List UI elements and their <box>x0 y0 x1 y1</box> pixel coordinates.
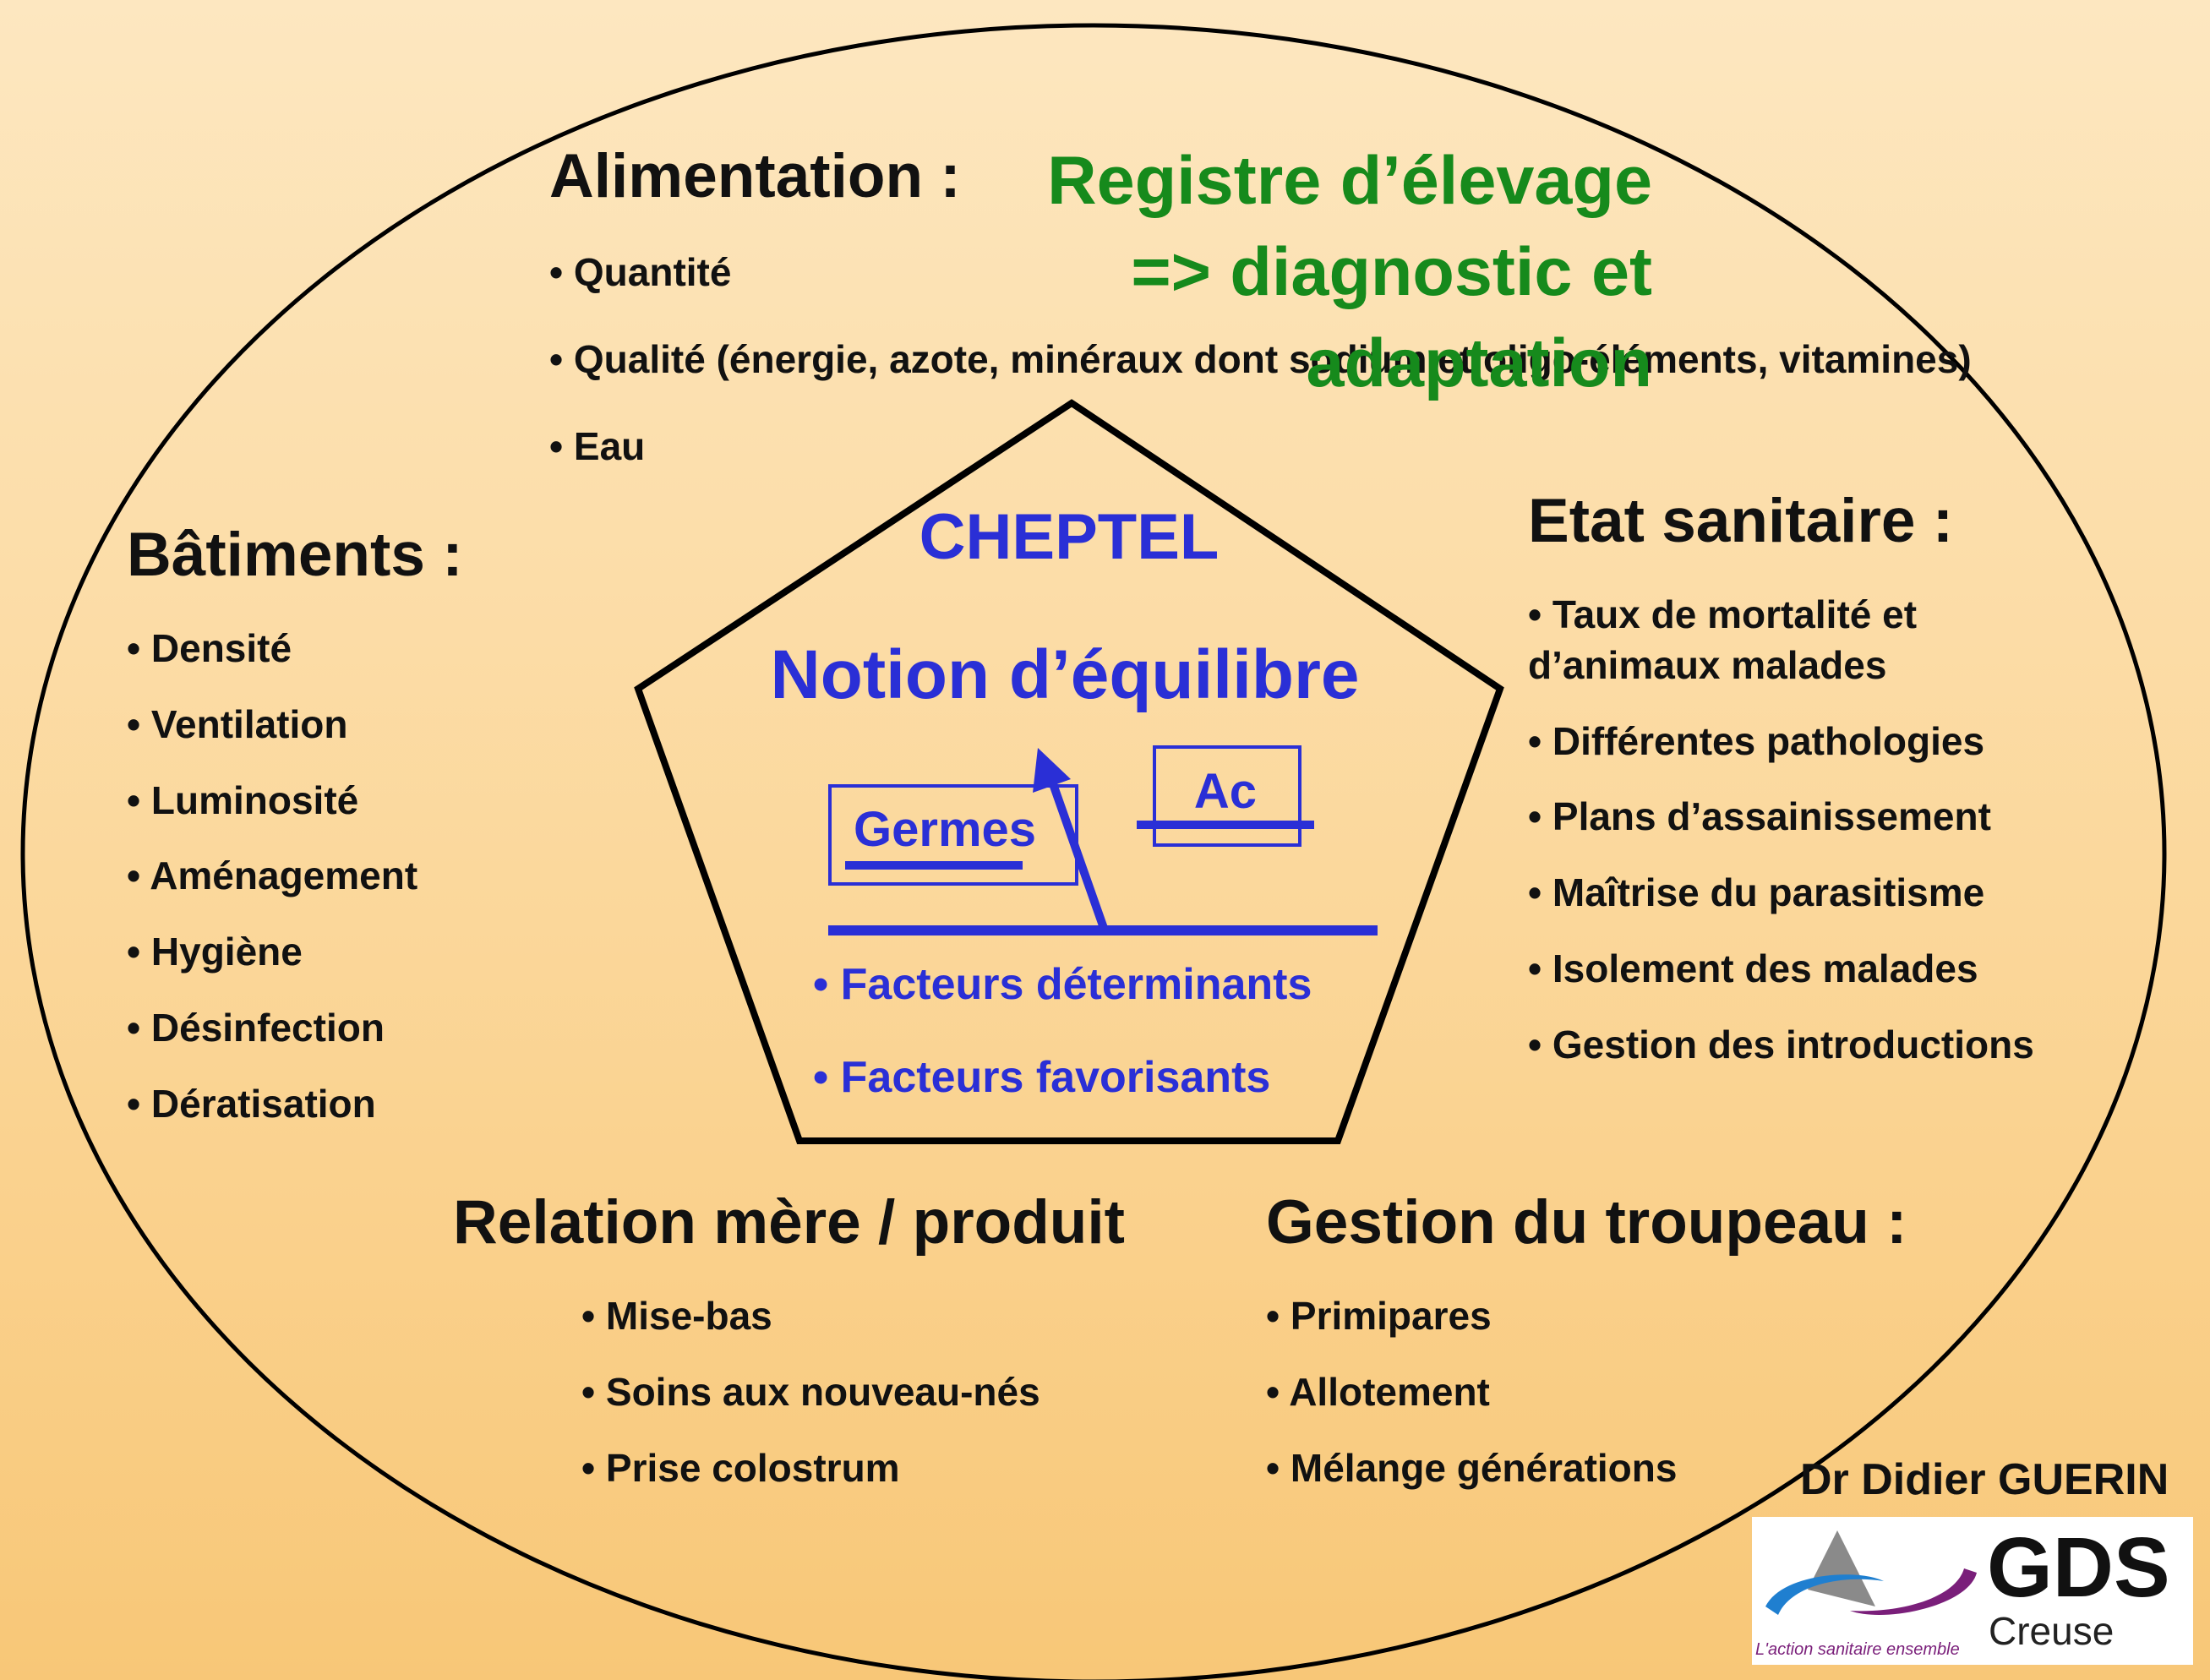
balance-arrow-head <box>1033 748 1071 793</box>
gds-logo-text: GDS <box>1987 1520 2170 1615</box>
gds-creuse-logo: GDS Creuse L'action sanitaire ensemble <box>1752 1517 2193 1665</box>
gds-logo-region: Creuse <box>1989 1609 2115 1653</box>
list-item: Luminosité <box>127 776 417 826</box>
list-item: Hygiène <box>127 927 417 978</box>
notion-equilibre: Notion d’équilibre <box>770 636 1360 713</box>
etat-sanitaire-title: Etat sanitaire : <box>1528 487 1954 555</box>
list-item: Plans d’assainissement <box>1528 792 2034 843</box>
list-item: Qualité (énergie, azote, minéraux dont s… <box>549 332 1972 387</box>
author: Dr Didier GUERIN <box>1800 1455 2169 1504</box>
gds-logo-tagline: L'action sanitaire ensemble <box>1755 1640 1960 1659</box>
list-item: Primipares <box>1266 1291 1677 1342</box>
list-item: Densité <box>127 624 417 674</box>
list-item: Gestion des introductions <box>1528 1020 2034 1071</box>
etat-sanitaire-list: Taux de mortalité et d’animaux malades D… <box>1528 590 2034 1096</box>
ac-label: Ac <box>1193 764 1258 819</box>
list-item: Différentes pathologies <box>1528 717 2034 767</box>
relation-list: Mise-bas Soins aux nouveau-nés Prise col… <box>581 1291 1040 1519</box>
ac-box <box>1153 745 1301 847</box>
list-item: Désinfection <box>127 1003 417 1054</box>
relation-title: Relation mère / produit <box>453 1188 1125 1257</box>
alimentation-list: Quantité Qualité (énergie, azote, minéra… <box>549 245 1972 506</box>
registre-line2: => diagnostic et <box>1131 234 1652 310</box>
list-item: Soins aux nouveau-nés <box>581 1367 1040 1418</box>
registre-line1: Registre d’élevage <box>1047 143 1652 219</box>
list-item: Ventilation <box>127 700 417 750</box>
gestion-list: Primipares Allotement Mélange génération… <box>1266 1291 1677 1519</box>
gds-logo-icon <box>1765 1530 1977 1615</box>
germes-box <box>828 784 1078 886</box>
list-item: Dératisation <box>127 1079 417 1130</box>
list-item: Mise-bas <box>581 1291 1040 1342</box>
list-item: Taux de mortalité et d’animaux malades <box>1528 590 2001 691</box>
batiments-title: Bâtiments : <box>127 521 463 589</box>
cheptel-pentagon <box>634 399 1504 1144</box>
gestion-title: Gestion du troupeau : <box>1266 1188 1907 1257</box>
registre-line3: adaptation <box>1306 325 1652 401</box>
alimentation-title: Alimentation : <box>549 142 961 210</box>
list-item: Eau <box>549 419 1056 474</box>
list-item: Prise colostrum <box>581 1443 1040 1494</box>
list-item: Facteurs favorisants <box>813 1048 1312 1107</box>
center-factors-list: Facteurs déterminants Facteurs favorisan… <box>813 955 1312 1107</box>
outer-ellipse <box>20 23 2167 1680</box>
list-item: Isolement des malades <box>1528 944 2034 995</box>
cheptel-title: CHEPTEL <box>919 501 1220 573</box>
list-item: Mélange générations <box>1266 1443 1678 1494</box>
list-item: Allotement <box>1266 1367 1677 1418</box>
germes-label: Germes <box>854 802 1037 857</box>
registre-block: Registre d’élevage => diagnostic et adap… <box>1047 135 1652 409</box>
list-item: Quantité <box>549 245 1056 300</box>
batiments-list: Densité Ventilation Luminosité Aménageme… <box>127 624 417 1155</box>
list-item: Aménagement <box>127 851 417 902</box>
list-item: Maîtrise du parasitisme <box>1528 868 2034 919</box>
list-item: Facteurs déterminants <box>813 955 1312 1014</box>
